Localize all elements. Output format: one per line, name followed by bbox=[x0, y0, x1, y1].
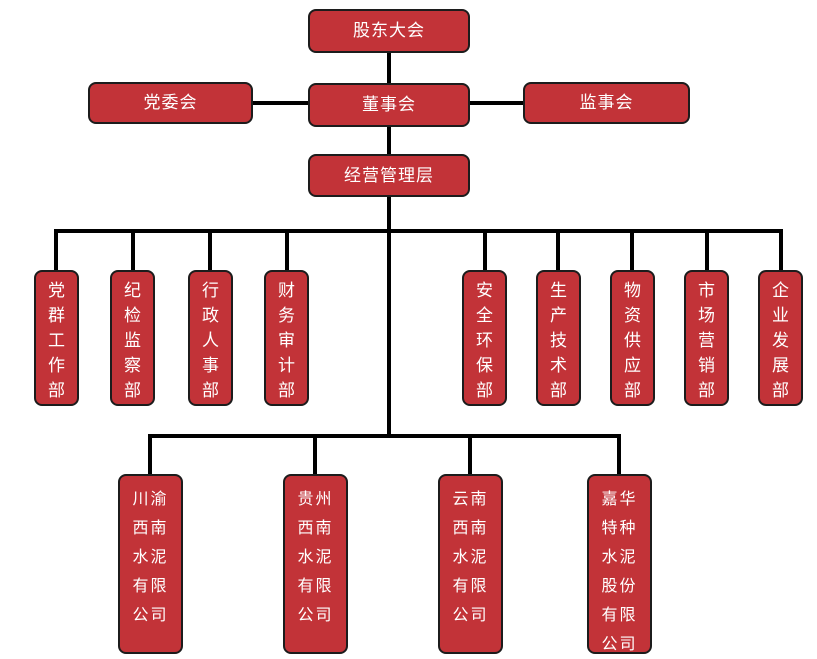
connector-drop-dept-2 bbox=[131, 229, 135, 270]
connector-drop-company-2 bbox=[313, 434, 317, 474]
connector-shareholders-to-board bbox=[387, 53, 391, 83]
connector-drop-dept-9 bbox=[779, 229, 783, 270]
node-company-yunnan-southwest-cement: 云南 西南 水泥 有限 公司 bbox=[438, 474, 503, 654]
connector-management-to-bus1 bbox=[387, 197, 391, 233]
connector-drop-dept-1 bbox=[54, 229, 58, 270]
node-shareholders-meeting: 股东大会 bbox=[308, 9, 470, 53]
node-dept-finance-audit: 财 务 审 计 部 bbox=[264, 270, 309, 406]
connector-drop-dept-4 bbox=[285, 229, 289, 270]
connector-drop-dept-5 bbox=[483, 229, 487, 270]
node-board-of-directors: 董事会 bbox=[308, 83, 470, 127]
connector-party-to-board bbox=[253, 101, 308, 105]
node-company-chuanyu-southwest-cement: 川渝 西南 水泥 有限 公司 bbox=[118, 474, 183, 654]
connector-bus2 bbox=[148, 434, 621, 438]
connector-board-to-supervisory bbox=[470, 101, 523, 105]
node-company-guizhou-southwest-cement: 贵州 西南 水泥 有限 公司 bbox=[283, 474, 348, 654]
connector-drop-dept-8 bbox=[705, 229, 709, 270]
connector-board-to-management bbox=[387, 127, 391, 154]
node-dept-material-supply: 物 资 供 应 部 bbox=[610, 270, 655, 406]
node-management-layer: 经营管理层 bbox=[308, 154, 470, 197]
connector-drop-dept-3 bbox=[208, 229, 212, 270]
node-dept-discipline-inspection: 纪 检 监 察 部 bbox=[110, 270, 155, 406]
connector-center-trunk-to-bus2 bbox=[387, 229, 391, 436]
node-supervisory-board: 监事会 bbox=[523, 82, 690, 124]
node-dept-marketing: 市 场 营 销 部 bbox=[684, 270, 729, 406]
connector-drop-company-1 bbox=[148, 434, 152, 474]
node-dept-safety-environment: 安 全 环 保 部 bbox=[462, 270, 507, 406]
node-party-committee: 党委会 bbox=[88, 82, 253, 124]
node-dept-admin-hr: 行 政 人 事 部 bbox=[188, 270, 233, 406]
connector-drop-dept-6 bbox=[556, 229, 560, 270]
connector-drop-company-4 bbox=[617, 434, 621, 474]
connector-drop-dept-7 bbox=[630, 229, 634, 270]
node-dept-party-mass-work: 党 群 工 作 部 bbox=[34, 270, 79, 406]
node-dept-production-technology: 生 产 技 术 部 bbox=[536, 270, 581, 406]
node-dept-enterprise-development: 企 业 发 展 部 bbox=[758, 270, 803, 406]
node-company-jiahua-special-cement: 嘉华 特种 水泥 股份 有限 公司 bbox=[587, 474, 652, 654]
connector-bus1 bbox=[54, 229, 783, 233]
connector-drop-company-3 bbox=[468, 434, 472, 474]
